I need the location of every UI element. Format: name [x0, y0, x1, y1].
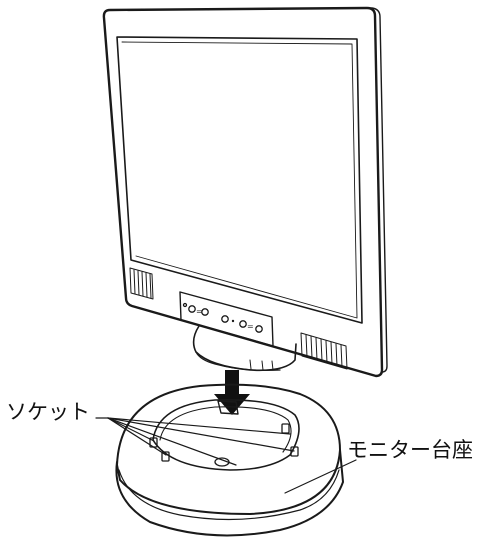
control-panel: = = [179, 291, 274, 347]
monitor: = = [102, 6, 388, 378]
svg-text:=: = [196, 307, 203, 316]
right-speaker-grille [300, 332, 348, 370]
button-icon [201, 308, 209, 316]
socket-latch [290, 446, 299, 457]
down-arrow-icon [214, 370, 250, 415]
svg-text:=: = [247, 322, 254, 331]
monitor-screen [116, 36, 363, 324]
socket-ring [152, 398, 300, 471]
power-button-icon [182, 302, 188, 308]
monitor-base-label: モニター台座 [347, 438, 473, 462]
button-icon [221, 315, 229, 323]
button-icon [255, 325, 263, 333]
left-speaker-grille [129, 267, 154, 300]
monitor-base [115, 383, 344, 537]
monitor-bezel [102, 6, 384, 378]
monitor-screen-inner-edge [121, 41, 358, 319]
monitor-side-edge [366, 7, 388, 373]
stand-neck [192, 325, 297, 372]
socket-latch [281, 423, 290, 434]
button-icon [188, 305, 196, 313]
leader-lines [95, 417, 357, 494]
button-icon [239, 320, 247, 328]
socket-label: ソケット [6, 400, 90, 424]
socket-latch [161, 451, 170, 462]
